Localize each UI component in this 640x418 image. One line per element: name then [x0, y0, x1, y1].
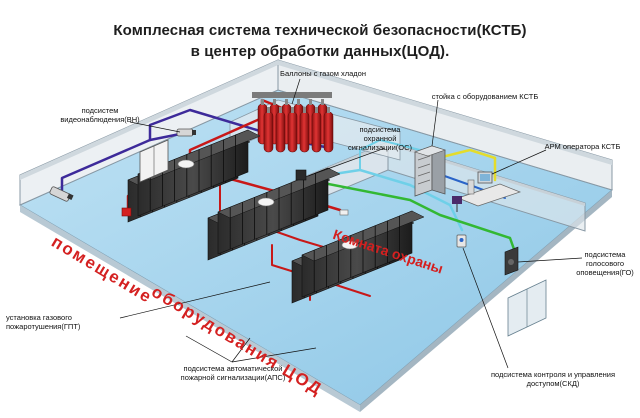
- cylinder-valve: [303, 107, 306, 113]
- gas-cylinder: [275, 111, 286, 153]
- cylinder-valve: [297, 99, 300, 105]
- cylinder-valve: [315, 107, 318, 113]
- fire-detector-icon: [341, 240, 359, 250]
- cylinder-valve: [309, 99, 312, 105]
- access-reader-icon: [456, 234, 467, 248]
- label-rack: стойка с оборудованием КСТБ: [431, 92, 539, 101]
- fire-detector-icon: [177, 159, 195, 169]
- label-voice-line-1: подсистема: [584, 250, 626, 259]
- leader-lines: [119, 78, 583, 369]
- gas-cylinders: [252, 92, 334, 153]
- cylinder-valve: [261, 99, 264, 105]
- label-security-line-1: подсистема: [359, 125, 401, 134]
- cylinder-valve: [279, 107, 282, 113]
- label-arm: АРМ оператора КСТБ: [544, 142, 621, 151]
- label-aps-line-2: пожарной сигнализации(АПС): [180, 373, 286, 382]
- speaker-icon: [504, 246, 519, 276]
- label-skd-line-1: подсистема контроля и управления: [490, 370, 616, 379]
- gas-cylinder: [323, 111, 334, 153]
- label-gas-extinguishing: установка газового пожаротушения(ГПТ): [6, 313, 126, 331]
- gas-cylinder: [311, 111, 322, 153]
- title-line-1: Комплесная система технической безопасно…: [113, 22, 527, 39]
- cylinder-valve: [267, 107, 270, 113]
- label-video: подсистем видеонаблюдения(ВН): [60, 106, 140, 124]
- operator-workstation-icon: [452, 171, 522, 212]
- label-video-line-2: видеонаблюдения(ВН): [60, 115, 140, 124]
- gas-cylinder: [287, 111, 298, 153]
- label-gpt-line-1: установка газового: [6, 313, 72, 322]
- arm-cable: [428, 148, 497, 182]
- label-access-control: подсистема контроля и управления доступо…: [478, 370, 628, 388]
- fire-alarm-icon: [121, 207, 132, 217]
- kstb-rack-icon: [414, 145, 446, 197]
- label-aps-line-1: подсистема автоматической: [183, 364, 283, 373]
- gas-cylinder: [299, 111, 310, 153]
- label-skd-line-2: доступом(СКД): [526, 379, 580, 388]
- door-icon: [139, 139, 169, 183]
- security-sensor-icon: [295, 169, 349, 216]
- label-voice-line-3: оповещения(ГО): [576, 268, 634, 277]
- label-fire-alarm: подсистема автоматической пожарной сигна…: [170, 364, 296, 382]
- cylinder-valve: [327, 107, 330, 113]
- access-cable: [306, 178, 517, 254]
- cylinder-valve: [273, 99, 276, 105]
- label-security-line-3: сигнализации(ОС): [347, 143, 413, 152]
- label-voice: подсистема голосового оповещения(ГО): [572, 250, 638, 277]
- gas-cylinder: [263, 111, 274, 153]
- camera-icon-2: [176, 128, 196, 137]
- security-cable: [306, 168, 464, 232]
- server-rack-row: [217, 167, 341, 255]
- glass-door-icon: [507, 279, 547, 337]
- fire-detector-icon: [257, 197, 275, 207]
- label-security: подсистема охранной сигнализации(ОС): [340, 125, 420, 152]
- cylinder-valve: [291, 107, 294, 113]
- cylinder-valve: [321, 99, 324, 105]
- label-video-line-1: подсистем: [81, 106, 119, 115]
- label-cylinders: Баллоны с газом хладон: [280, 69, 366, 78]
- label-security-line-2: охранной: [363, 134, 397, 143]
- label-voice-line-2: голосового: [585, 259, 625, 268]
- camera-icon: [49, 186, 74, 202]
- title-line-2: в центер обработки данных(ЦОД).: [190, 43, 450, 60]
- label-gpt-line-2: пожаротушения(ГПТ): [6, 322, 81, 331]
- cylinder-valve: [285, 99, 288, 105]
